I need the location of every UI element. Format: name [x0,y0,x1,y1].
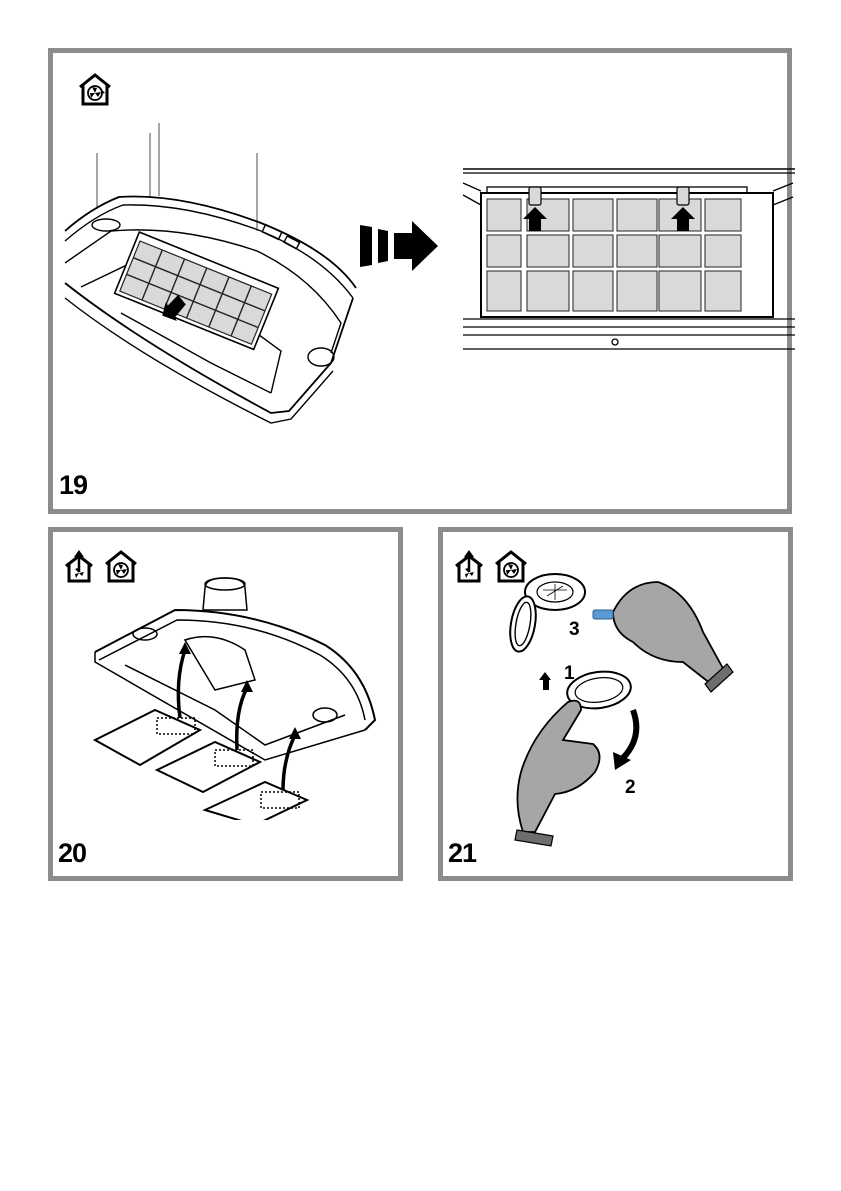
figure-number: 19 [59,470,88,500]
dashed-arrow-right-icon [360,221,438,271]
recirculation-mode-icon [495,550,527,583]
glove-upper [612,581,727,686]
step-label-3: 3 [569,619,580,640]
grease-filters-illustration [92,577,377,820]
hood-underside-illustration [64,123,357,424]
figure-20-panel: 20 [48,527,403,881]
mode-icons [455,550,527,583]
up-arrow-left-icon [523,207,547,231]
filter-grid [486,198,742,312]
halogen-bulb [592,609,614,620]
recirculation-mode-icon [79,73,111,106]
figure-19-panel: 19 [48,48,795,514]
carbon-filter-front-view [462,168,795,350]
step-1-arrow [539,672,551,690]
figure-number: 20 [58,838,87,868]
figure-number: 21 [448,838,477,868]
up-arrow-right-icon [671,207,695,231]
mode-icons [65,550,137,583]
glove-lower [516,699,601,833]
lamp-replacement-illustration [509,573,734,847]
step-label-1: 1 [564,663,575,684]
recirculation-mode-icon [105,550,137,583]
step-label-2: 2 [625,777,636,798]
step-2-arrow [613,752,631,770]
extraction-mode-icon [65,550,93,583]
figure-21-panel: 3 1 2 21 [438,527,793,881]
extraction-mode-icon [455,550,483,583]
